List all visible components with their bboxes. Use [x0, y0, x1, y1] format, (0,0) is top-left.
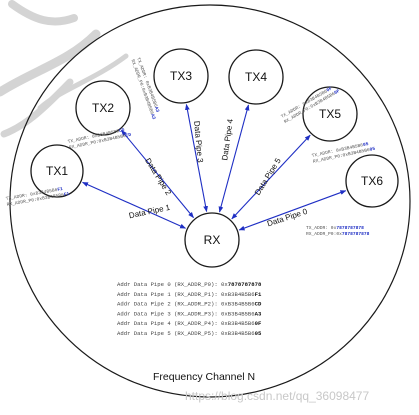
data-pipe-arrow-3: [185, 103, 208, 213]
address-table-prefix: Addr Data Pipe 0 (RX_ADDR_P0): 0x: [117, 281, 228, 288]
tx-address-line-6-2: RX_ADDR_P0:0x7878787878: [306, 231, 370, 237]
address-prefix: TX_ADDR: 0x: [306, 225, 337, 231]
address-table-row-2: Addr Data Pipe 2 (RX_ADDR_P2): 0xB3B4B5B…: [117, 301, 262, 308]
tx-node-label-3: TX3: [170, 69, 192, 83]
address-table-row-0: Addr Data Pipe 0 (RX_ADDR_P0): 0x7878787…: [117, 281, 262, 288]
address-table-row-4: Addr Data Pipe 4 (RX_ADDR_P4): 0xB3B4B5B…: [117, 320, 262, 327]
tx-node-circle-3: [153, 48, 209, 104]
tx-node-4: TX4: [228, 49, 284, 105]
tx-node-circle-1: [30, 144, 84, 198]
address-highlight: 0F: [333, 88, 341, 96]
channel-caption: Frequency Channel N: [153, 371, 255, 383]
address-prefix: RX_ADDR_P0:0x: [306, 231, 342, 237]
data-pipe-label-5: Data Pipe 5: [253, 156, 283, 197]
address-highlight: F1: [63, 191, 70, 198]
address-table-prefix: Addr Data Pipe 4 (RX_ADDR_P4): 0xB3B4B5B…: [117, 320, 255, 327]
address-table-highlight: A3: [255, 310, 262, 317]
data-pipe-arrow-6: [238, 190, 347, 231]
tx-node-label-1: TX1: [46, 164, 68, 178]
tx-node-1: TX1: [30, 144, 84, 198]
address-highlight: 7878787878: [342, 231, 370, 237]
tx-address-block-6: TX_ADDR: 0x7878787878RX_ADDR_P0:0x787878…: [306, 225, 370, 237]
address-highlight: 05: [362, 141, 369, 148]
tx-node-circle-2: [75, 80, 131, 136]
tx-node-5: TX5: [302, 86, 358, 142]
data-pipe-arrow-2: [121, 129, 194, 219]
address-table-row-5: Addr Data Pipe 5 (RX_ADDR_P5): 0xB3B4B5B…: [117, 330, 262, 337]
address-table-prefix: Addr Data Pipe 1 (RX_ADDR_P1): 0xB3B4B5B…: [117, 291, 255, 298]
tx-node-label-4: TX4: [245, 70, 267, 84]
address-highlight: 0F: [325, 85, 333, 93]
address-highlight: CD: [118, 127, 125, 134]
address-table-prefix: Addr Data Pipe 2 (RX_ADDR_P2): 0xB3B4B5B…: [117, 301, 255, 308]
address-table-row-3: Addr Data Pipe 3 (RX_ADDR_P3): 0xB3B4B5B…: [117, 310, 262, 317]
tx-node-2: TX2: [75, 80, 131, 136]
address-table-prefix: Addr Data Pipe 3 (RX_ADDR_P3): 0xB3B4B5B…: [117, 310, 255, 317]
address-highlight: A3: [153, 106, 161, 113]
watermark: https://blog.csdn.net/qq_36098477: [185, 389, 369, 403]
address-table: Addr Data Pipe 0 (RX_ADDR_P0): 0x7878787…: [117, 281, 262, 337]
rx-node: RX: [184, 212, 240, 268]
tx-node-label-6: TX6: [361, 174, 383, 188]
data-pipe-label-6: Data Pipe 0: [266, 207, 309, 229]
address-highlight: A3: [149, 113, 157, 120]
address-table-highlight: 0F: [255, 320, 262, 327]
address-table-highlight: F1: [255, 291, 262, 298]
tx-node-label-5: TX5: [319, 107, 341, 121]
data-pipe-label-3: Data Pipe 3: [192, 121, 205, 164]
address-table-highlight: CD: [255, 301, 262, 308]
address-highlight: F1: [57, 186, 64, 193]
frequency-channel-boundary: [9, 4, 411, 398]
address-highlight: CD: [125, 132, 132, 139]
tx-address-line-6-1: TX_ADDR: 0x7878787878: [306, 225, 364, 231]
tx-node-6: TX6: [345, 154, 399, 208]
tx-node-circle-5: [302, 86, 358, 142]
rx-node-circle: [184, 212, 240, 268]
tx-node-circle-6: [345, 154, 399, 208]
data-pipe-label-2: Data Pipe 2: [143, 157, 173, 198]
address-highlight: 05: [369, 146, 376, 153]
tx-node-3: TX3: [153, 48, 209, 104]
address-table-prefix: Addr Data Pipe 5 (RX_ADDR_P5): 0xB3B4B5B…: [117, 330, 255, 337]
data-pipe-label-4: Data Pipe 4: [220, 118, 235, 161]
address-table-row-1: Addr Data Pipe 1 (RX_ADDR_P1): 0xB3B4B5B…: [117, 291, 262, 298]
rx-node-label: RX: [204, 233, 221, 247]
tx-node-circle-4: [228, 49, 284, 105]
address-table-highlight: 05: [255, 330, 262, 337]
address-highlight: 7878787878: [336, 225, 364, 231]
tx-node-label-2: TX2: [92, 101, 114, 115]
brush-stroke-decoration: [0, 0, 129, 138]
address-table-highlight: 7878787878: [228, 281, 262, 288]
